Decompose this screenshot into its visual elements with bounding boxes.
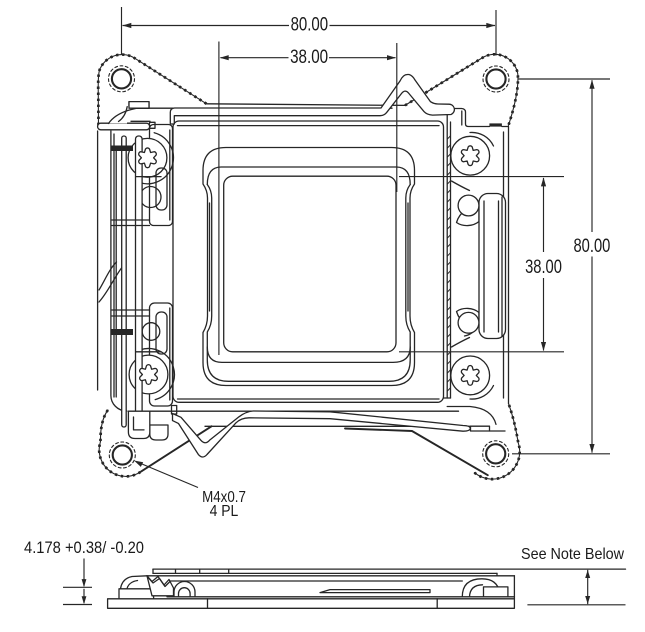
svg-text:80.00: 80.00: [291, 15, 329, 36]
svg-text:4 PL: 4 PL: [210, 503, 239, 520]
svg-text:80.00: 80.00: [574, 236, 611, 257]
svg-text:38.00: 38.00: [525, 257, 562, 278]
svg-text:M4x0.7: M4x0.7: [202, 489, 246, 506]
svg-text:4.178 +0.38/ -0.20: 4.178 +0.38/ -0.20: [24, 539, 144, 557]
svg-text:See Note Below: See Note Below: [521, 546, 624, 563]
svg-text:38.00: 38.00: [290, 47, 328, 68]
